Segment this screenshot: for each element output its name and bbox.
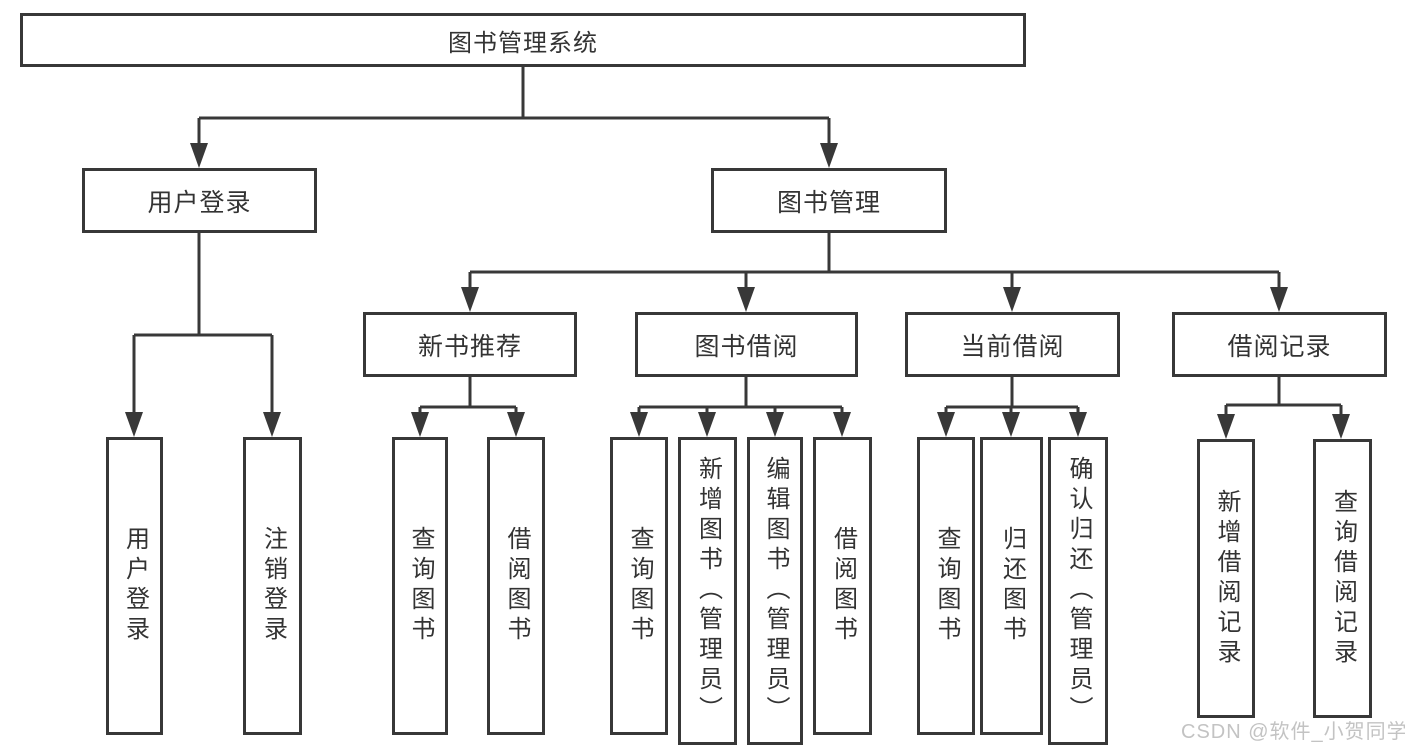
arrowheads-book-borrow <box>630 412 851 437</box>
connector-book-mgmt <box>468 233 1281 287</box>
leaf-user-login: 用户登录 <box>106 437 163 735</box>
leaf-confirm-return-admin: 确认归还（管理员） <box>1048 437 1108 745</box>
connector-root <box>197 67 831 143</box>
connector-book-borrow <box>637 377 844 412</box>
node-borrow-records: 借阅记录 <box>1172 312 1387 377</box>
connector-user-login <box>132 233 274 412</box>
leaf-borrow-books-recommend: 借阅图书 <box>487 437 545 735</box>
arrowheads-new-books <box>411 412 525 437</box>
leaf-query-books-borrow: 查询图书 <box>610 437 668 735</box>
leaf-logout: 注销登录 <box>243 437 302 735</box>
connector-current-borrow <box>944 377 1080 412</box>
leaf-add-books-admin: 新增图书（管理员） <box>678 437 737 745</box>
node-current-borrow: 当前借阅 <box>905 312 1120 377</box>
arrowheads-root <box>190 143 838 168</box>
node-library-management-system: 图书管理系统 <box>20 13 1026 67</box>
leaf-query-books-recommend: 查询图书 <box>392 437 448 735</box>
leaf-query-borrow-record: 查询借阅记录 <box>1313 439 1372 718</box>
arrowheads-book-mgmt <box>461 287 1288 312</box>
arrowheads-current-borrow <box>937 412 1087 437</box>
leaf-add-borrow-record: 新增借阅记录 <box>1197 439 1255 718</box>
csdn-watermark: CSDN @软件_小贺同学 <box>1181 721 1405 743</box>
node-book-borrow: 图书借阅 <box>635 312 858 377</box>
leaf-query-books-current: 查询图书 <box>917 437 975 735</box>
node-user-login: 用户登录 <box>82 168 317 233</box>
arrowheads-user-login <box>125 412 281 437</box>
leaf-borrow-books: 借阅图书 <box>813 437 872 735</box>
node-new-book-recommend: 新书推荐 <box>363 312 577 377</box>
node-book-management: 图书管理 <box>711 168 947 233</box>
arrowheads-borrow-records <box>1217 414 1350 439</box>
connector-new-books <box>418 377 518 412</box>
leaf-edit-books-admin: 编辑图书（管理员） <box>747 437 803 745</box>
leaf-return-books: 归还图书 <box>980 437 1043 735</box>
connector-borrow-records <box>1224 377 1343 414</box>
